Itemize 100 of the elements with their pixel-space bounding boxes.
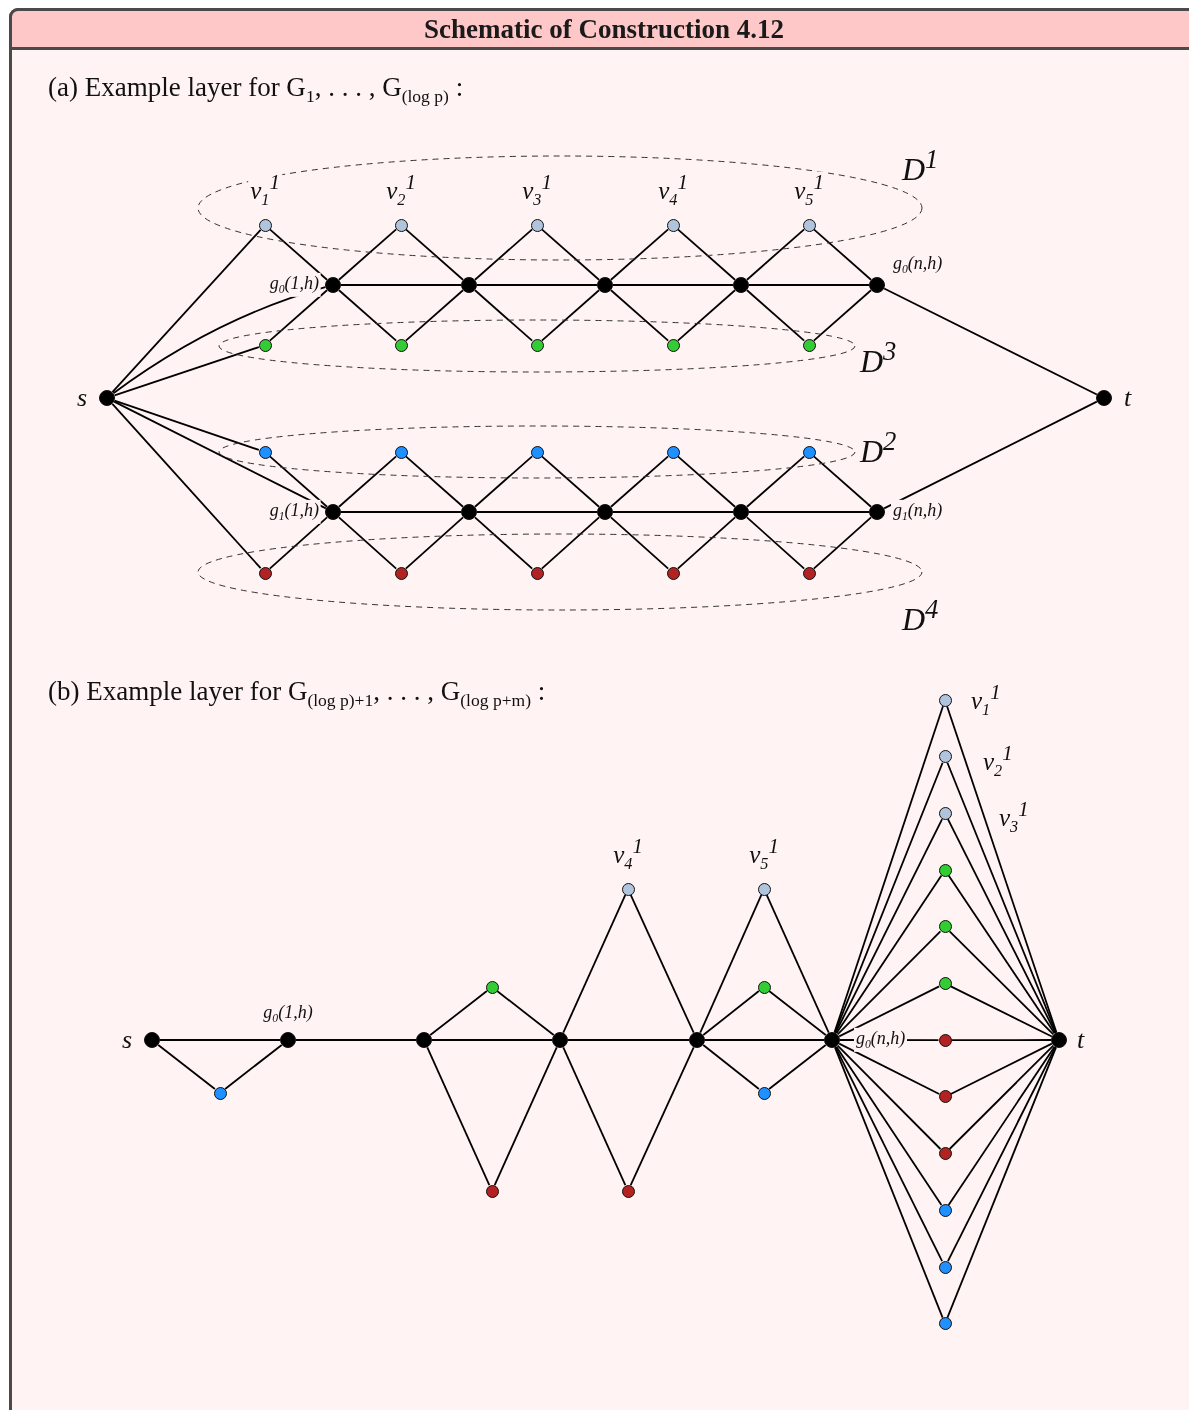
- edge-line: [836, 1044, 942, 1150]
- edge-line: [834, 818, 943, 1034]
- edge-line: [113, 400, 327, 510]
- edge-line: [431, 1039, 553, 1041]
- edge-line: [224, 1044, 283, 1090]
- edge-line: [676, 455, 736, 508]
- edge-line: [426, 1046, 491, 1186]
- edge-line: [946, 761, 1057, 1034]
- edge-line: [340, 511, 462, 513]
- edge-line: [474, 455, 534, 508]
- vertex-label: g$_{0}$(n,h): [854, 1027, 908, 1053]
- edge-line: [946, 705, 1058, 1034]
- edge-line: [949, 985, 1053, 1038]
- edge-line: [404, 228, 464, 281]
- set-label: D$^{1}$: [902, 146, 939, 185]
- edge-line: [567, 1039, 690, 1041]
- set-label: D$^{4}$: [902, 596, 939, 635]
- edge-line: [295, 1039, 417, 1041]
- edge-line: [629, 894, 695, 1034]
- edge-line: [746, 289, 806, 342]
- edge-line: [947, 1046, 1057, 1263]
- edge-line: [629, 1046, 695, 1186]
- edge-line: [429, 990, 488, 1036]
- edge-line: [834, 1046, 944, 1319]
- edge-line: [268, 516, 328, 570]
- edge-line: [838, 985, 941, 1038]
- edge-line: [947, 874, 1056, 1035]
- edge-line: [834, 1046, 943, 1263]
- panel-heading: (b) Example layer for G$_{(log p)+1}$, . . . , G$_{(log p+m)}$ :: [48, 676, 546, 712]
- edge-line: [268, 228, 328, 281]
- edge-line: [540, 228, 600, 281]
- set-label: D$^{2}$: [860, 428, 897, 467]
- edge-line: [113, 346, 260, 397]
- edge-line: [748, 284, 870, 286]
- edge-line: [404, 289, 464, 342]
- vertex-label: g$_{1}$(1,h): [267, 499, 321, 525]
- edge-line: [835, 874, 943, 1035]
- edge-line: [111, 228, 262, 393]
- vertex-label: g$_{0}$(1,h): [267, 272, 321, 298]
- edge-line: [476, 511, 598, 513]
- edge-line: [340, 284, 462, 286]
- edge-line: [676, 228, 736, 281]
- edge-line: [113, 399, 260, 451]
- edge-line: [812, 455, 872, 508]
- edge-line: [562, 894, 627, 1034]
- edge-line: [746, 228, 806, 281]
- title-bar: Schematic of Construction 4.12: [9, 8, 1189, 50]
- edge-line: [612, 284, 734, 286]
- edge-line: [948, 1044, 1055, 1150]
- edge-line: [883, 400, 1098, 510]
- edge-line: [883, 287, 1098, 396]
- edge-line: [765, 894, 830, 1034]
- edge-line: [676, 516, 736, 570]
- edge-line: [338, 289, 398, 342]
- edge-line: [338, 455, 398, 508]
- edge-line: [704, 1039, 825, 1041]
- edge-line: [496, 990, 555, 1036]
- edge-line: [610, 289, 670, 342]
- edge-line: [699, 894, 763, 1034]
- edge-line: [702, 1044, 760, 1090]
- edge-line: [834, 761, 944, 1034]
- edge-line: [474, 289, 534, 342]
- edge-line: [338, 516, 398, 570]
- panel-heading: (a) Example layer for G$_{1}$, . . . , G$_{(log p)}$ :: [48, 72, 464, 108]
- edge-line: [833, 705, 944, 1034]
- edge-line: [540, 516, 600, 570]
- edge-line: [338, 228, 398, 281]
- edge-line: [476, 284, 598, 286]
- edge-line: [748, 511, 870, 513]
- edge-line: [493, 1046, 558, 1186]
- edge-line: [812, 228, 872, 281]
- edge-line: [950, 1039, 1052, 1042]
- edge-line: [746, 516, 806, 570]
- edge-line: [612, 511, 734, 513]
- edge-line: [768, 1044, 827, 1090]
- edge-line: [947, 1045, 1056, 1206]
- edge-line: [835, 1045, 943, 1206]
- edge-line: [404, 455, 464, 508]
- edge-line: [540, 289, 600, 342]
- edge-line: [112, 286, 327, 395]
- edge-line: [838, 1042, 941, 1095]
- edge-line: [562, 1046, 627, 1186]
- edge-line: [404, 516, 464, 570]
- edge-line: [949, 1042, 1053, 1095]
- edge-line: [540, 455, 600, 508]
- edge-line: [610, 228, 670, 281]
- edge-line: [610, 455, 670, 508]
- edge-line: [610, 516, 670, 570]
- set-label: D$^{3}$: [860, 338, 897, 377]
- edge-line: [111, 403, 262, 570]
- edge-line: [768, 990, 827, 1036]
- edge-line: [676, 289, 736, 342]
- edge-line: [947, 818, 1057, 1034]
- edge-line: [836, 930, 942, 1036]
- edge-line: [157, 1044, 216, 1090]
- edge-line: [474, 228, 534, 281]
- edge-line: [159, 1039, 281, 1041]
- edge-line: [812, 289, 872, 342]
- edge-line: [702, 990, 760, 1036]
- edge-line: [946, 1046, 1057, 1319]
